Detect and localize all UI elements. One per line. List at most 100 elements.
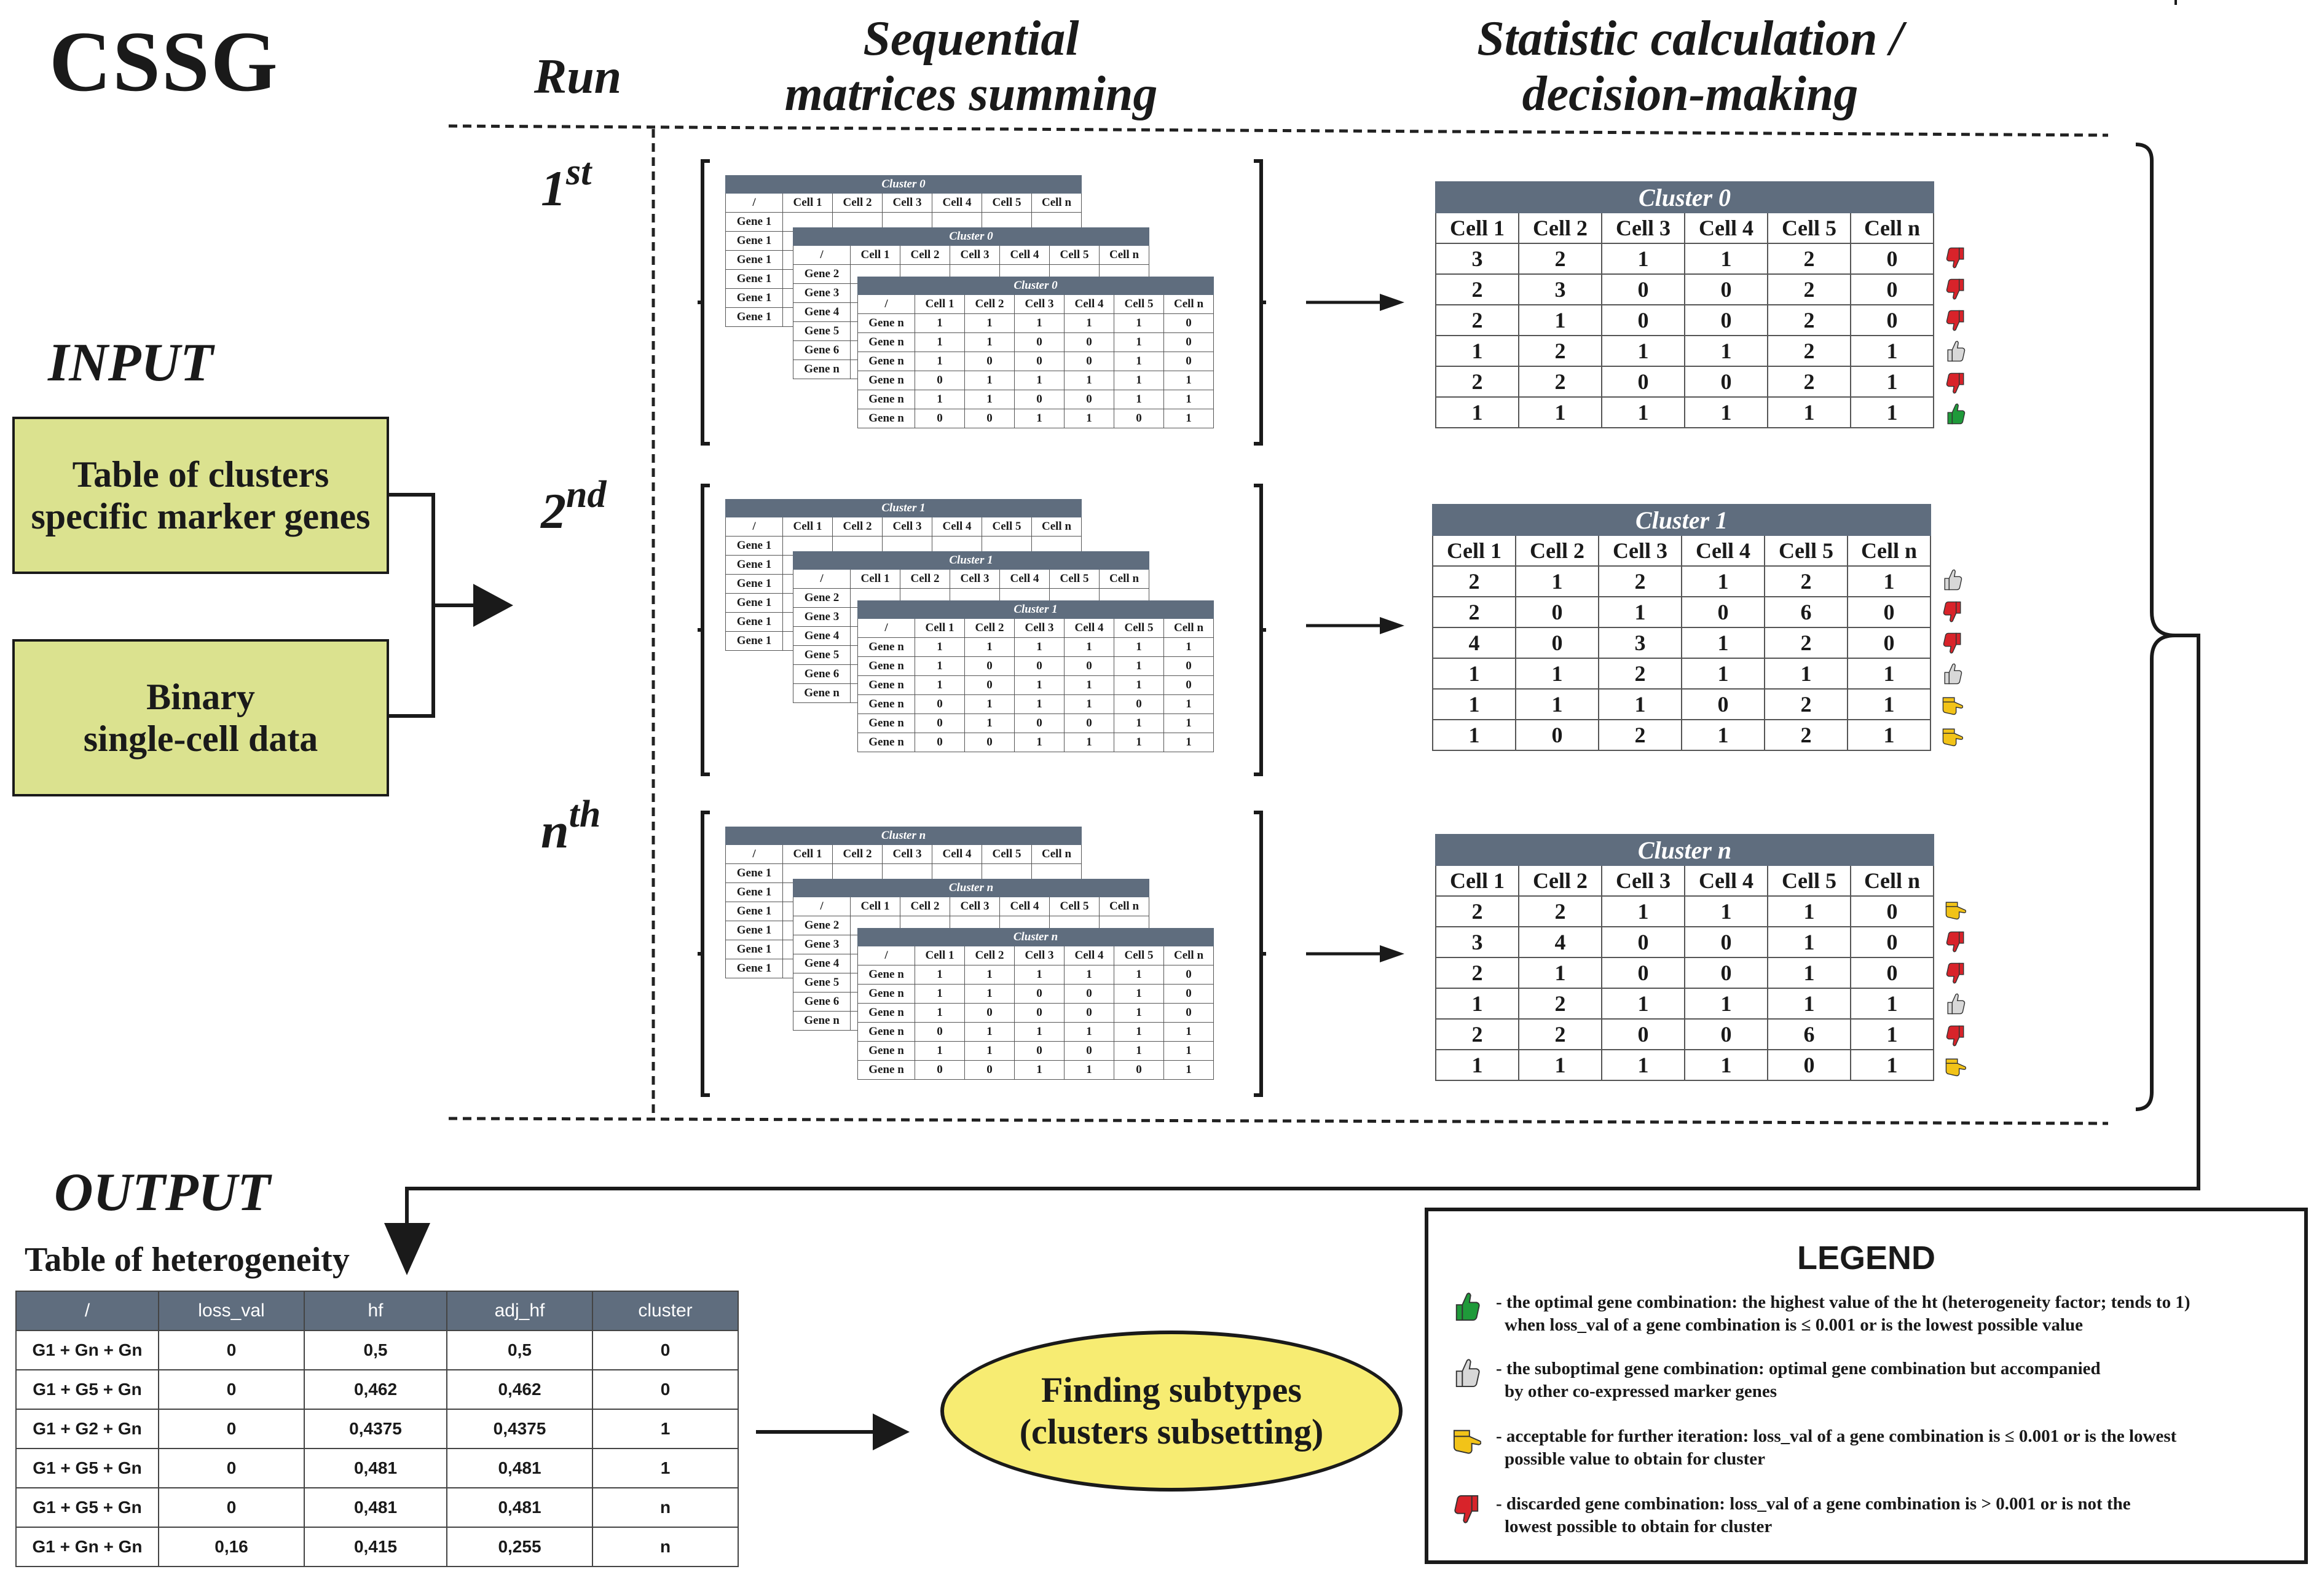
matrix-cell: 0	[1163, 965, 1214, 985]
matrix-corner: /	[857, 294, 915, 314]
statistic-cell: 1	[1601, 396, 1685, 428]
matrix-col-header: Cell 4	[932, 844, 982, 864]
decision-mark	[1945, 1023, 1966, 1051]
statistic-cell: 1	[1847, 565, 1931, 597]
summing-header-line1: Sequential	[863, 12, 1079, 66]
matrix-cell: 1	[915, 1041, 965, 1061]
matrix-row-header: Gene 1	[725, 574, 783, 594]
statistic-col-header: Cell 5	[1764, 535, 1848, 567]
matrix-col-header: Cell 4	[999, 569, 1050, 589]
matrix-col-header: Cell 4	[999, 897, 1050, 916]
statistic-cell: 1	[1432, 719, 1516, 751]
matrix-cell: 1	[1114, 1022, 1164, 1042]
matrix-row-header: Gene 3	[793, 935, 851, 954]
matrix-cell: 1	[915, 390, 965, 409]
statistic-cell: 1	[1847, 658, 1931, 690]
decision-mark	[1945, 339, 1966, 367]
matrix-col-header: Cell 3	[882, 844, 932, 864]
decision-mark	[1945, 308, 1966, 336]
legend-item-text: lowest possible to obtain for cluster	[1505, 1517, 1773, 1536]
matrix-row-header: Gene n	[857, 352, 915, 371]
legend-icon-holder	[1453, 1492, 1481, 1526]
matrix-cell: 0	[964, 656, 1015, 676]
marker-genes-box: Table of clusters specific marker genes	[12, 417, 389, 574]
statistic-cell: 1	[1518, 304, 1602, 336]
matrix-caption: Cluster n	[857, 928, 1214, 946]
matrix-cell: 1	[1163, 1060, 1214, 1080]
statistic-cell: 1	[1767, 396, 1851, 428]
single-cell-data-box: Binary single-cell data	[12, 639, 389, 796]
matrix-col-header: Cell 2	[832, 844, 883, 864]
matrix-col-header: Cell n	[1163, 618, 1214, 638]
matrix-cell: 0	[1064, 332, 1114, 352]
matrix-cell: 1	[1114, 390, 1164, 409]
matrix-cell: 0	[1163, 352, 1214, 371]
matrix-col-header: Cell 5	[982, 193, 1032, 213]
matrix-cell: 0	[1114, 409, 1164, 428]
matrix-col-header: Cell 4	[1064, 294, 1114, 314]
matrix-col-header: Cell 5	[1114, 618, 1164, 638]
matrix-cell: 1	[964, 313, 1015, 333]
legend-item-text: possible value to obtain for cluster	[1505, 1449, 1765, 1469]
statistic-cell: 1	[1767, 957, 1851, 989]
matrix-cell: 1	[1014, 409, 1065, 428]
statistic-cell: 1	[1767, 988, 1851, 1020]
statistic-cell: 1	[1847, 719, 1931, 751]
matrix-cell: 0	[1014, 984, 1065, 1004]
matrix-col-header: Cell 5	[1049, 569, 1100, 589]
acceptable-thumb-icon	[1453, 1429, 1482, 1454]
gene-combination-cell: G1 + Gn + Gn	[15, 1330, 159, 1370]
matrix-cell: 0	[915, 1022, 965, 1042]
matrix-cell: 1	[1064, 733, 1114, 752]
statistic-cell: 1	[1601, 988, 1685, 1020]
matrix-row-header: Gene n	[857, 675, 915, 695]
matrix-row-header: Gene 4	[793, 626, 851, 646]
matrix-col-header: Cell 3	[882, 517, 932, 537]
matrix-cell: 1	[1064, 637, 1114, 657]
heterogeneity-cell: 0	[158, 1369, 305, 1410]
matrix-cell: 1	[964, 371, 1015, 390]
statistic-cell: 4	[1518, 926, 1602, 958]
matrix-cell: 1	[1064, 1022, 1114, 1042]
matrix-cell: 1	[1014, 1060, 1065, 1080]
matrix-cell: 1	[1163, 371, 1214, 390]
matrix-row-header: Gene 1	[725, 921, 783, 940]
matrix-cell: 0	[1114, 694, 1164, 714]
statistic-cell: 1	[1767, 926, 1851, 958]
matrix-col-header: Cell 3	[1014, 618, 1065, 638]
decision-mark	[1945, 898, 1967, 926]
statistic-col-header: Cell 4	[1684, 212, 1768, 244]
matrix-row-header: Gene 1	[725, 902, 783, 921]
statistic-caption: Cluster n	[1435, 834, 1934, 866]
suboptimal-thumb-icon	[1944, 663, 1962, 685]
matrix-col-header: Cell 4	[932, 517, 982, 537]
matrix-cell: 1	[1114, 637, 1164, 657]
statistic-cell: 2	[1767, 243, 1851, 275]
matrix-cell: 1	[915, 313, 965, 333]
matrix-caption: Cluster n	[725, 827, 1082, 845]
statistic-cell: 0	[1684, 957, 1768, 989]
matrix-col-header: Cell 3	[1014, 946, 1065, 965]
statistic-cell: 1	[1850, 988, 1934, 1020]
matrix-cell: 1	[915, 656, 965, 676]
optimal-thumb-icon	[1455, 1292, 1480, 1321]
acceptable-thumb-icon	[1942, 697, 1964, 715]
matrix-row-header: Gene 1	[725, 269, 783, 289]
legend-title: LEGEND	[1797, 1240, 1936, 1276]
legend-item-text: - the optimal gene combination: the high…	[1496, 1292, 2190, 1312]
matrix-cell: 1	[964, 1022, 1015, 1042]
matrix-col-header: Cell 3	[950, 569, 1000, 589]
decision-mark	[1942, 568, 1963, 596]
output-label: OUTPUT	[54, 1163, 270, 1222]
statistic-cell: 1	[1518, 957, 1602, 989]
matrix-row-header: Gene n	[857, 371, 915, 390]
matrix-cell: 1	[915, 637, 965, 657]
heterogeneity-cell: 0,415	[304, 1527, 447, 1567]
